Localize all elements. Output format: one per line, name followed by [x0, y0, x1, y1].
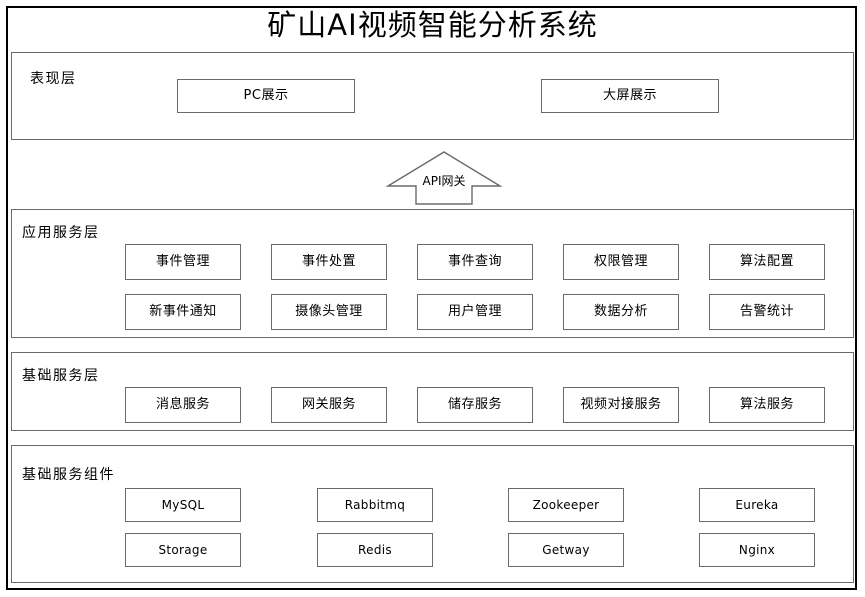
node-algorithm-configuration[interactable]: 算法配置 [709, 244, 825, 280]
node-storage-service[interactable]: 储存服务 [417, 387, 533, 423]
api-gateway-label: API网关 [422, 174, 466, 188]
node-message-service[interactable]: 消息服务 [125, 387, 241, 423]
node-gateway-service[interactable]: 网关服务 [271, 387, 387, 423]
layer-label-presentation: 表现层 [30, 71, 77, 87]
node-new-event-notification[interactable]: 新事件通知 [125, 294, 241, 330]
api-gateway-arrow: API网关 [386, 150, 502, 206]
node-redis[interactable]: Redis [317, 533, 433, 567]
node-nginx[interactable]: Nginx [699, 533, 815, 567]
node-mysql[interactable]: MySQL [125, 488, 241, 522]
node-permission-management[interactable]: 权限管理 [563, 244, 679, 280]
node-algorithm-service[interactable]: 算法服务 [709, 387, 825, 423]
layer-label-basic-service: 基础服务层 [22, 368, 100, 384]
layer-presentation [11, 52, 854, 140]
page-title: 矿山AI视频智能分析系统 [267, 8, 598, 42]
diagram-outer-frame [6, 6, 857, 590]
node-storage[interactable]: Storage [125, 533, 241, 567]
node-event-query[interactable]: 事件查询 [417, 244, 533, 280]
layer-label-application-service: 应用服务层 [22, 225, 100, 241]
node-zookeeper[interactable]: Zookeeper [508, 488, 624, 522]
node-camera-management[interactable]: 摄像头管理 [271, 294, 387, 330]
node-eureka[interactable]: Eureka [699, 488, 815, 522]
node-event-disposal[interactable]: 事件处置 [271, 244, 387, 280]
node-user-management[interactable]: 用户管理 [417, 294, 533, 330]
node-event-management[interactable]: 事件管理 [125, 244, 241, 280]
node-alarm-statistics[interactable]: 告警统计 [709, 294, 825, 330]
layer-label-basic-components: 基础服务组件 [22, 467, 115, 483]
node-pc-display[interactable]: PC展示 [177, 79, 355, 113]
node-large-screen-display[interactable]: 大屏展示 [541, 79, 719, 113]
node-getway[interactable]: Getway [508, 533, 624, 567]
up-arrow-icon [386, 151, 502, 205]
node-video-integration-service[interactable]: 视频对接服务 [563, 387, 679, 423]
node-data-analysis[interactable]: 数据分析 [563, 294, 679, 330]
node-rabbitmq[interactable]: Rabbitmq [317, 488, 433, 522]
